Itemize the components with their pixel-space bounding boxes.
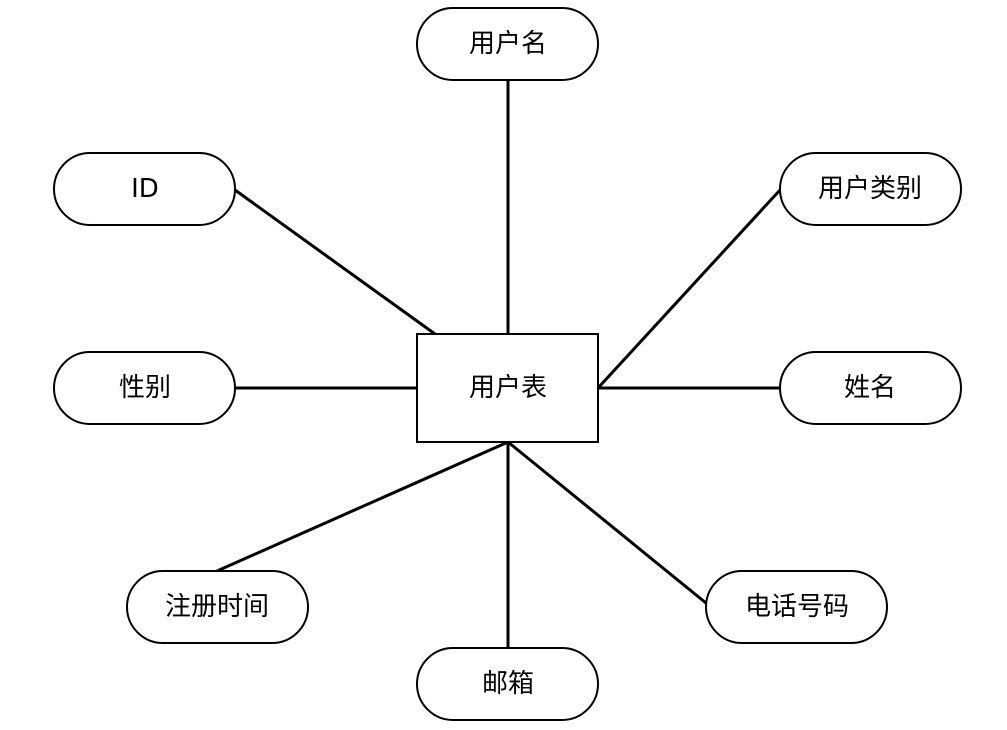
attribute-id: ID — [53, 152, 236, 226]
edge-user-type — [596, 188, 782, 390]
attribute-phone-label: 电话号码 — [745, 592, 849, 622]
attribute-gender-label: 性别 — [119, 373, 171, 403]
attribute-email: 邮箱 — [416, 647, 599, 721]
attribute-register-time: 注册时间 — [126, 570, 309, 644]
attribute-id-label: ID — [131, 174, 159, 204]
attribute-username: 用户名 — [416, 7, 599, 81]
edge-phone — [507, 440, 707, 605]
entity-user-table-label: 用户表 — [469, 373, 547, 403]
attribute-phone: 电话号码 — [705, 570, 888, 644]
attribute-name-label: 姓名 — [844, 373, 896, 403]
edge-id — [234, 188, 436, 336]
entity-user-table: 用户表 — [416, 333, 599, 443]
attribute-register-time-label: 注册时间 — [165, 592, 269, 622]
attribute-user-type: 用户类别 — [779, 152, 962, 226]
edge-register-time — [216, 440, 509, 573]
attribute-username-label: 用户名 — [469, 29, 547, 59]
attribute-gender: 性别 — [53, 351, 236, 425]
attribute-user-type-label: 用户类别 — [818, 174, 922, 204]
attribute-email-label: 邮箱 — [482, 669, 534, 699]
attribute-name: 姓名 — [779, 351, 962, 425]
